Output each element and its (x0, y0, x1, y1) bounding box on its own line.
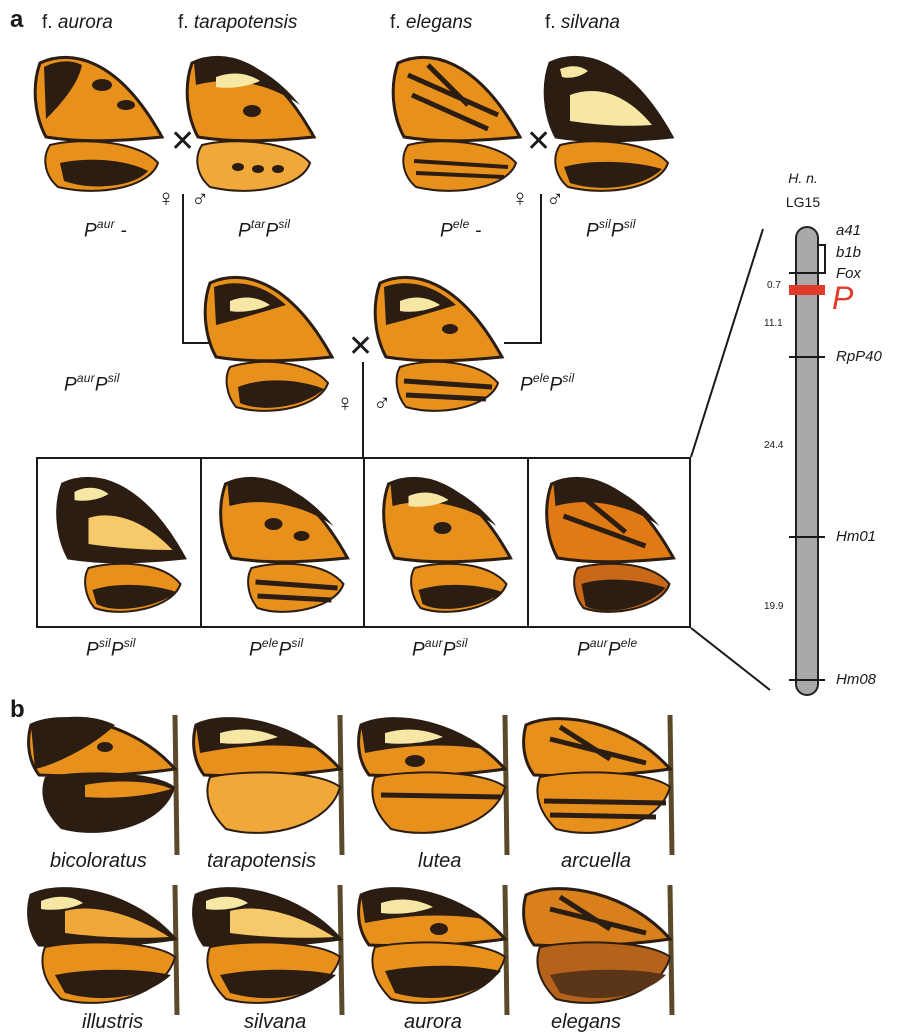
specimen-name: arcuella (561, 850, 631, 873)
distance-label: 11.1 (764, 318, 783, 329)
specimen-elegans (520, 875, 685, 1015)
lg-name-label: LG15 (776, 194, 830, 210)
specimen-bicoloratus (25, 705, 190, 855)
specimen-name: lutea (418, 850, 461, 873)
specimen-name: aurora (404, 1011, 462, 1034)
zoom-connector-lines (0, 0, 897, 700)
specimen-name: bicoloratus (50, 850, 147, 873)
marker-tick-hm08 (789, 679, 825, 681)
specimen-tarapotensis (190, 705, 355, 855)
specimen-silvana (190, 875, 355, 1015)
specimen-arcuella (520, 705, 685, 855)
marker-tick-rpp40 (789, 356, 825, 358)
specimen-illustris (25, 875, 190, 1015)
distance-label: 19.9 (764, 601, 783, 612)
specimen-lutea (355, 705, 520, 855)
marker-b1b: b1b (836, 244, 861, 261)
marker-rpp40: RpP40 (836, 348, 882, 365)
specimen-aurora (355, 875, 520, 1015)
marker-hm01: Hm01 (836, 528, 876, 545)
lg-species-label: H. n. (776, 170, 830, 186)
linkage-chromosome (795, 226, 819, 696)
specimen-name: elegans (551, 1011, 621, 1034)
marker-tick-fox (789, 272, 825, 274)
marker-a41: a41 (836, 222, 861, 239)
marker-tick-hm01 (789, 536, 825, 538)
p-locus-label: P (832, 282, 853, 314)
marker-bracket (824, 244, 826, 274)
distance-label: 0.7 (767, 280, 781, 291)
specimen-name: illustris (82, 1011, 143, 1034)
specimen-name: tarapotensis (207, 850, 316, 873)
distance-label: 24.4 (764, 440, 783, 451)
marker-bracket (819, 244, 826, 246)
specimen-name: silvana (244, 1011, 306, 1034)
panel-b-letter: b (10, 696, 25, 724)
marker-hm08: Hm08 (836, 671, 876, 688)
p-locus-band (789, 285, 825, 295)
